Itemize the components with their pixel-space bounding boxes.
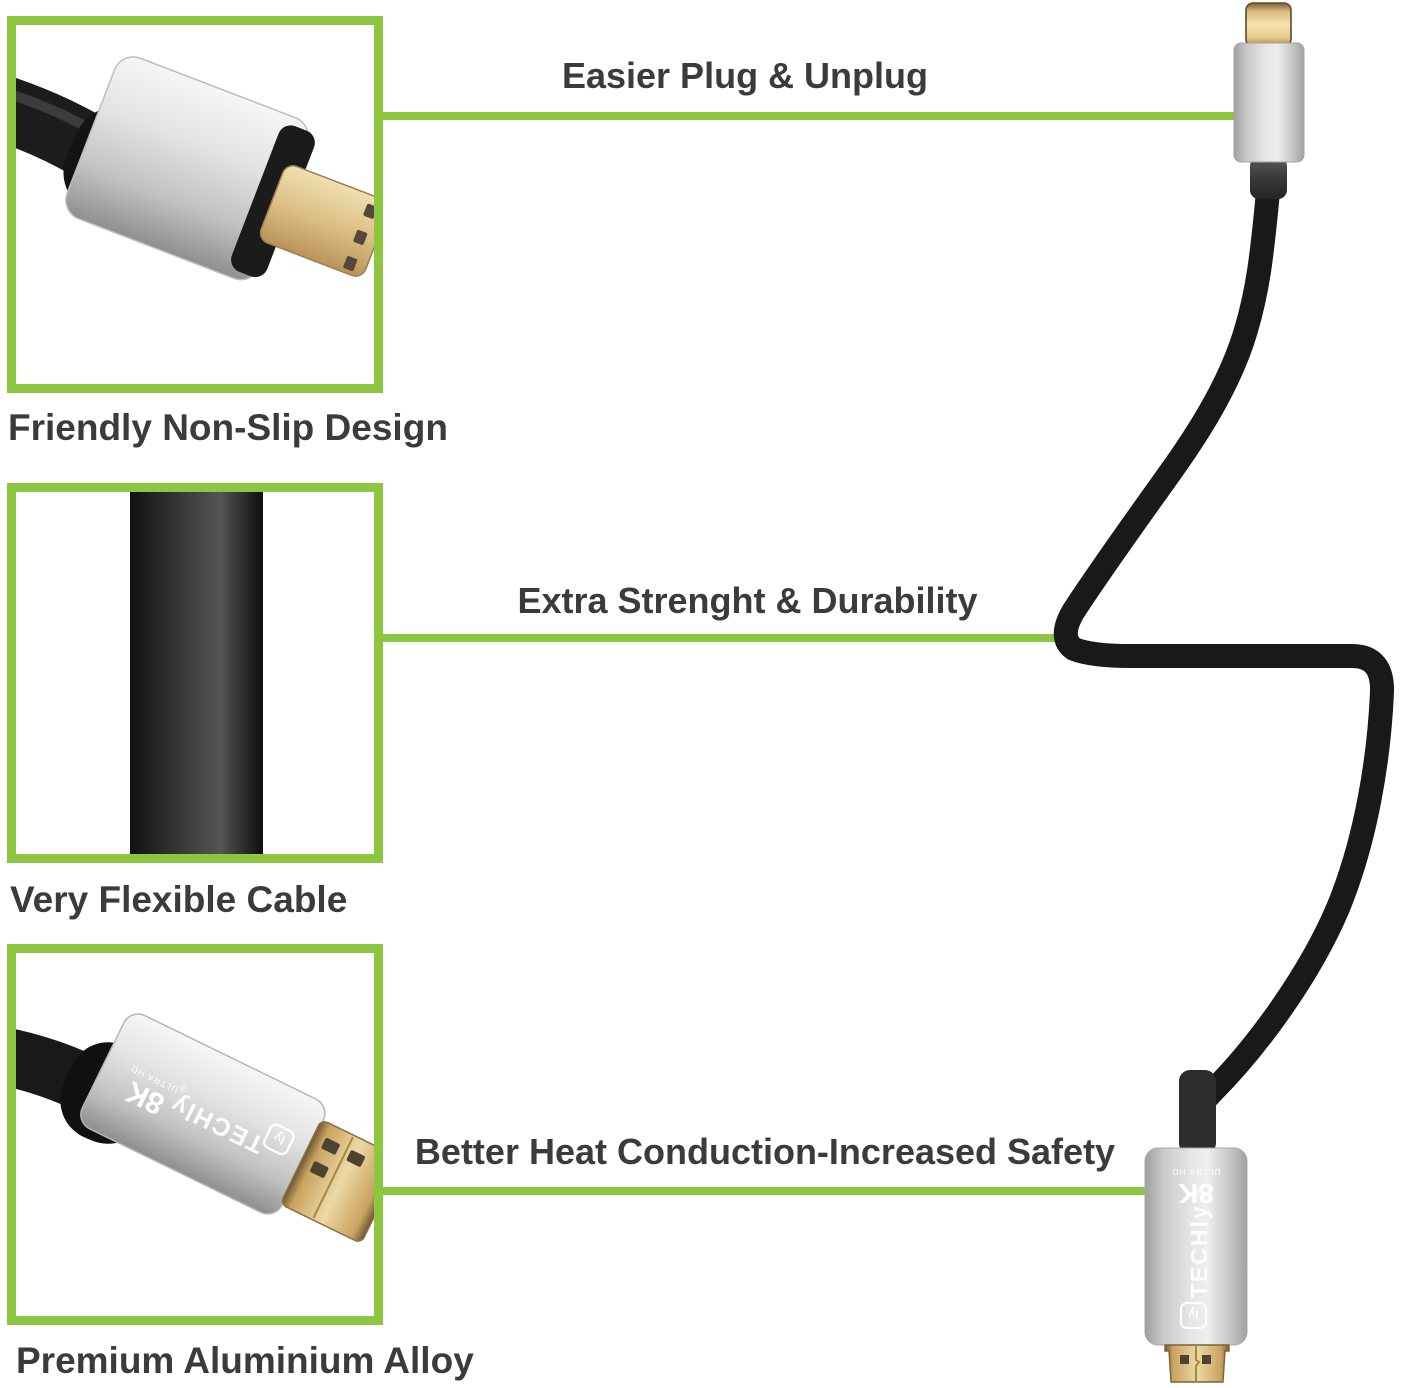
callout-label-plug: Easier Plug & Unplug: [561, 55, 929, 96]
gold-tongue: [259, 165, 374, 277]
callout-label-heat: Better Heat Conduction-Increased Safety: [414, 1131, 1116, 1172]
gold-tip: [1245, 2, 1292, 47]
usbc-connector: [1233, 2, 1305, 199]
resolution-text: 8K: [1178, 1178, 1214, 1209]
hdmi-plug-photo: 8K ULTRA HD TECHly ® ly: [16, 1013, 374, 1242]
resolution-marking: 8K ULTRA HD: [1171, 1167, 1220, 1209]
callout-line-middle: [383, 634, 1062, 642]
techly-badge-icon: ly: [1179, 1301, 1208, 1330]
feature-label-flexible: Very Flexible Cable: [10, 879, 348, 920]
feature-box-aluminium: 8K ULTRA HD TECHly ® ly: [7, 944, 383, 1325]
feature-label-aluminium: Premium Aluminium Alloy: [16, 1340, 474, 1381]
cable-segment: [130, 492, 263, 854]
feature-box-non-slip: [7, 16, 383, 393]
flexible-cable-photo: [130, 492, 263, 854]
callout-line-top: [383, 112, 1234, 120]
feature-box-flexible: [7, 483, 383, 863]
callout-line-bottom: [383, 1187, 1146, 1195]
brand-text: TECHly: [1186, 1204, 1212, 1298]
gold-hdmi-plug: [281, 1121, 374, 1242]
feature-label-non-slip: Friendly Non-Slip Design: [8, 407, 448, 448]
svg-text:ly: ly: [1188, 1307, 1198, 1321]
usbc-connector-body: [65, 56, 374, 281]
callout-label-strength: Extra Strenght & Durability: [517, 580, 978, 621]
cable-curve: [1053, 180, 1394, 1120]
metal-housing: [1233, 42, 1305, 163]
registered-mark: ®: [1193, 1189, 1203, 1196]
strain-relief: [1250, 157, 1287, 199]
hdmi-connector-body: 8K ULTRA HD TECHly ® ly: [80, 1013, 374, 1242]
usbc-plug-photo: [16, 56, 374, 281]
hdmi-connector: 8K ULTRA HD TECHly ® ly: [1144, 1070, 1248, 1383]
resolution-sub-text: ULTRA HD: [1171, 1167, 1220, 1177]
strain-relief: [1179, 1070, 1216, 1154]
